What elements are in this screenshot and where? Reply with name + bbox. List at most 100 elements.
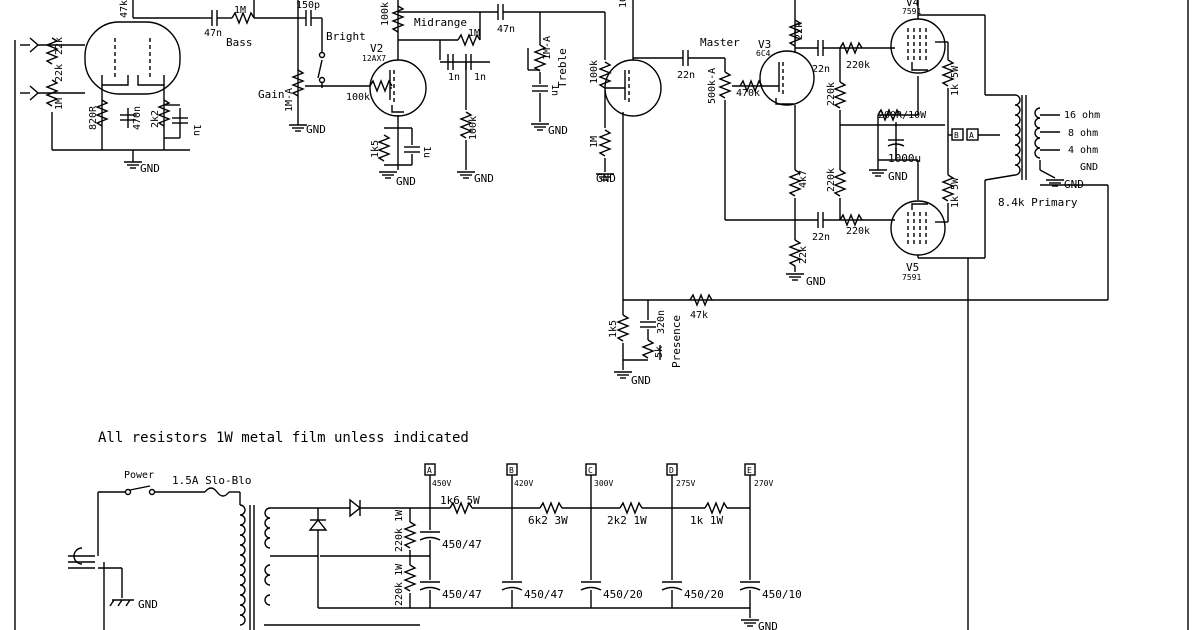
- output-stage: V4 7591 V5 7591 1k 5W 1k 5W 200R/10W 100…: [868, 0, 1000, 282]
- v3-name: V3: [758, 38, 771, 51]
- label-c-450-20-b: 450/20: [684, 588, 724, 601]
- label-r-220k-ps-a: 220k 1W: [394, 509, 405, 552]
- label-c-1n-a: 1n: [448, 72, 460, 83]
- label-r-200r: 200R/10W: [878, 110, 927, 121]
- gnd-label-5: GND: [548, 124, 568, 137]
- v1-preamp-section: 47k 22k 22k 1M 820R 470n 2k2 1u GND: [20, 0, 202, 175]
- gnd-label-8: GND: [888, 170, 908, 183]
- label-r-1k5w-a: 1k 5W: [950, 65, 961, 96]
- v2-name: V2: [370, 42, 383, 55]
- gnd-label-3: GND: [396, 175, 416, 188]
- label-r-220k-c: 220k: [826, 168, 837, 192]
- label-r-820r: 820R: [88, 105, 99, 130]
- label-r-1k5-cath: 1k5: [370, 140, 381, 158]
- node-b-label-ps: B: [509, 466, 514, 475]
- v1-tube-envelope: [84, 21, 181, 95]
- gnd-label-4: GND: [474, 172, 494, 185]
- label-c-1n-treb: 1n: [549, 84, 560, 96]
- label-r-220k-d: 220k: [846, 226, 870, 237]
- label-c-450-47-a: 450/47: [442, 538, 482, 551]
- node-a-volt: 450V: [432, 479, 451, 488]
- node-d-label: D: [669, 466, 674, 475]
- phase-inverter-stage: 100k 1M 100k 22n Master 500k-A GND: [589, 0, 818, 300]
- gain-bright-section: 150p Bright Gain 1M-A 100k GND: [258, 0, 393, 136]
- label-c-47n-treb: 47n: [497, 24, 515, 35]
- label-r-1k5-pres: 1k5: [608, 320, 619, 338]
- label-r-22k-b: 22k: [54, 64, 65, 82]
- v2-type: 12AX7: [362, 54, 386, 63]
- v5-tube-envelope: [890, 200, 946, 256]
- node-d-volt: 275V: [676, 479, 695, 488]
- node-b-marker: [951, 128, 964, 141]
- gnd-label-10: GND: [631, 374, 651, 387]
- label-pot-gain: 1M-A: [284, 88, 295, 112]
- presence-label: Presence: [670, 315, 683, 368]
- gain-label: Gain: [258, 88, 285, 101]
- node-b-label: B: [954, 131, 959, 140]
- tap-16-ohm: 16 ohm: [1064, 110, 1100, 121]
- gnd-label-12: GND: [758, 620, 778, 630]
- label-c-320n: 320n: [656, 310, 667, 334]
- fuse-label: 1.5A Slo-Blo: [172, 474, 251, 487]
- v5-name: V5: [906, 261, 919, 274]
- label-r-22k-v3: 22k: [794, 22, 805, 40]
- tap-gnd: GND: [1080, 162, 1098, 173]
- label-c-1u: 1u: [191, 124, 202, 136]
- gnd-label-11: GND: [138, 598, 158, 611]
- label-pot-5k: 5k: [654, 346, 665, 358]
- label-r-22k-v3k: 22k: [798, 246, 809, 264]
- node-c-label: C: [588, 466, 593, 475]
- tap-8-ohm: 8 ohm: [1068, 128, 1098, 139]
- label-c-1000u: 1000u: [888, 152, 921, 165]
- transformer-primary-label: 8.4k Primary: [998, 196, 1078, 209]
- node-c-volt: 300V: [594, 479, 613, 488]
- gnd-label-1: GND: [140, 162, 160, 175]
- bass-label: Bass: [226, 36, 253, 49]
- label-r-220k-ps-b: 220k 1W: [394, 563, 405, 606]
- node-b-volt: 420V: [514, 479, 533, 488]
- label-r-1k5w-b: 1k 5W: [950, 177, 961, 208]
- label-c-450-47-b: 450/47: [442, 588, 482, 601]
- label-r-220k-b: 220k: [826, 82, 837, 106]
- node-e-label: E: [747, 466, 752, 475]
- feedback-presence: 47k 1k5 320n 5k Presence GND: [608, 184, 1109, 387]
- label-r-470k: 470k: [736, 88, 760, 99]
- label-c-22n-c: 22n: [812, 232, 830, 243]
- label-r-1k6: 1k6 5W: [440, 494, 480, 507]
- label-c-470n: 470n: [132, 106, 143, 130]
- label-c-1u-cath: 1u: [421, 146, 432, 158]
- gnd-label-2: GND: [306, 123, 326, 136]
- v4-type: 7591: [902, 7, 921, 16]
- master-label: Master: [700, 36, 740, 49]
- bass-network: 47n 1M Bass: [200, 0, 298, 49]
- label-c-450-20-a: 450/20: [603, 588, 643, 601]
- tone-stack: Midrange 1M 1n 1n 100k 47n 1M-A 1n Trebl…: [398, 4, 605, 185]
- label-r-100k-grid: 100k: [346, 92, 370, 103]
- tap-4-ohm: 4 ohm: [1068, 145, 1098, 156]
- node-a-label-out: A: [969, 131, 974, 140]
- label-r-47k: 47k: [119, 0, 130, 18]
- label-pot-master: 500k-A: [707, 68, 718, 104]
- resistor-note: All resistors 1W metal film unless indic…: [98, 430, 469, 446]
- bright-label: Bright: [326, 30, 366, 43]
- v4-tube-envelope: [890, 18, 946, 74]
- label-r-47k-fb: 47k: [690, 310, 708, 321]
- label-r-100k-top: 100k: [618, 0, 629, 8]
- label-r-220k-a: 220k: [846, 60, 870, 71]
- power-switch-label: Power: [124, 470, 154, 481]
- label-r-22k-a: 22k: [54, 37, 65, 55]
- label-c-150p: 150p: [296, 0, 320, 11]
- treble-label: Treble: [556, 48, 569, 88]
- label-r-100k-pi: 100k: [589, 60, 600, 84]
- label-r-2k2: 2k2: [150, 110, 161, 128]
- label-pot-mid: 1M: [468, 28, 480, 39]
- node-a-label: A: [427, 466, 432, 475]
- output-transformer: 16 ohm 8 ohm 4 ohm GND GND 8.4k Primary: [984, 94, 1100, 209]
- label-c-47n-bass: 47n: [204, 28, 222, 39]
- label-r-1k-ps: 1k 1W: [690, 514, 723, 527]
- label-r-100k-plate: 100k: [380, 2, 391, 26]
- v3-type: 6C4: [756, 49, 771, 58]
- label-c-1n-b: 1n: [474, 72, 486, 83]
- gnd-label-6: GND: [596, 172, 616, 185]
